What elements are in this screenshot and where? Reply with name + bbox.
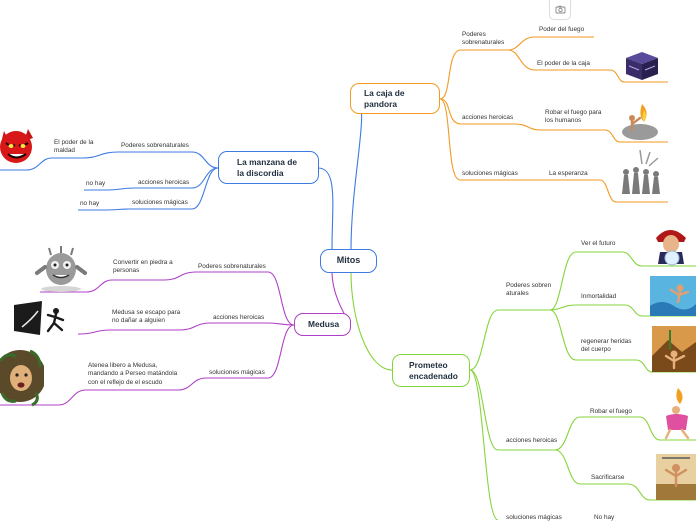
stealing-fire-image [622,104,658,140]
connector-center-prometeo [350,271,393,371]
manzana-acciones-label[interactable]: acciones heroicas [138,179,190,186]
medusa-escape-image [12,301,78,335]
connector-poderes-caja [507,49,610,71]
prometeo-robar-fuego-label[interactable]: Robar el fuego [590,408,632,415]
immortality-image [650,276,696,316]
pandora-poder-fuego-label[interactable]: Poder del fuego [539,26,585,33]
prometeo-soluciones-label[interactable]: soluciones mágicas [506,514,562,521]
connector-pandora-soluciones [439,98,520,181]
connector-prometeo-soluciones [469,369,499,520]
prometeo-sacrificarse-label[interactable]: Sacrificarse [591,474,625,481]
manzana-poder-maldad-label[interactable]: El poder de la maldad [54,139,94,155]
medusa-atenea-label[interactable]: Atenea libero a Medusa, mandando a Perse… [88,362,178,386]
pandora-acciones-label[interactable]: acciones heroicas [462,114,514,121]
node-label: La caja de pandora [364,87,405,109]
pandora-robar-fuego-label[interactable]: Robar el fuego para los humanos [545,109,602,125]
connector-acciones-robar [514,123,605,131]
medusa-convertir-piedra-label[interactable]: Convertir en piedra a personas [113,259,173,275]
connector-medusa-poderes [196,271,295,326]
connector-medusa-soluciones [206,324,295,379]
center-node-label: Mitos [336,255,361,266]
connector-prometeo-acciones [469,369,555,451]
node-la-manzana-de-la-discordia[interactable]: La manzana de la discordia [218,151,319,184]
node-label: La manzana de la discordia [237,156,298,178]
manzana-poderes-label[interactable]: Poderes sobrenaturales [121,142,189,149]
connector-manzana-poderes [118,151,219,169]
connector-pandora-poderes [439,49,508,100]
prometeo-ver-futuro-label[interactable]: Ver el futuro [581,240,616,247]
medusa-poderes-label[interactable]: Poderes sobrenaturales [198,263,266,270]
pandora-box-image [626,52,658,80]
connector-prometeo-poderes [469,309,550,371]
node-medusa[interactable]: Medusa [294,313,351,336]
pandora-poderes-label[interactable]: Poderes sobrenaturales [462,31,505,47]
node-label: Medusa [308,319,340,330]
camera-button[interactable] [549,0,571,20]
hope-people-image [622,150,660,194]
medusa-head-image [0,349,44,407]
node-label: Prometeo encadenado [409,359,458,381]
connector-manzana-soluciones [130,167,219,210]
connector-pandora-acciones [439,98,515,125]
medusa-escapo-label[interactable]: Medusa se escapo para no dañar a alguien [112,309,181,325]
sacrifice-image [656,454,696,500]
medusa-acciones-label[interactable]: acciones heroicas [213,314,265,321]
prometeo-inmortalidad-label[interactable]: Inmortalidad [581,293,617,300]
manzana-acciones-nohay-label[interactable]: no hay [86,180,106,187]
prometheus-fire-image [664,388,690,440]
center-node-mitos[interactable]: Mitos [320,249,377,273]
node-la-caja-de-pandora[interactable]: La caja de pandora [350,83,440,114]
fortune-teller-image [656,230,686,266]
connector-medusa-acciones [210,322,295,326]
camera-icon [555,5,566,14]
prometeo-poderes-label[interactable]: Poderes sobrenaturales [506,282,552,298]
connector-poderes-fuego [507,36,588,51]
pandora-soluciones-label[interactable]: soluciones mágicas [462,170,518,177]
connector-center-pandora [350,98,363,251]
manzana-soluciones-nohay-label[interactable]: no hay [80,200,100,207]
stone-monster-image [35,246,87,292]
pandora-poder-caja-label[interactable]: El poder de la caja [537,60,590,67]
node-prometeo-encadenado[interactable]: Prometeo encadenado [392,354,470,387]
prometeo-acciones-label[interactable]: acciones heroicas [506,437,558,444]
prometeo-nohay-label[interactable]: No hay [594,514,615,521]
devil-image [0,129,33,163]
prometeo-regenerar-label[interactable]: regenerar heridas del cuerpo [581,338,632,354]
manzana-soluciones-label[interactable]: soluciones mágicas [132,199,188,206]
medusa-soluciones-label[interactable]: soluciones mágicas [209,369,265,376]
connector-center-manzana [317,167,334,251]
regenerate-image [652,326,696,372]
pandora-esperanza-label[interactable]: La esperanza [549,170,588,177]
